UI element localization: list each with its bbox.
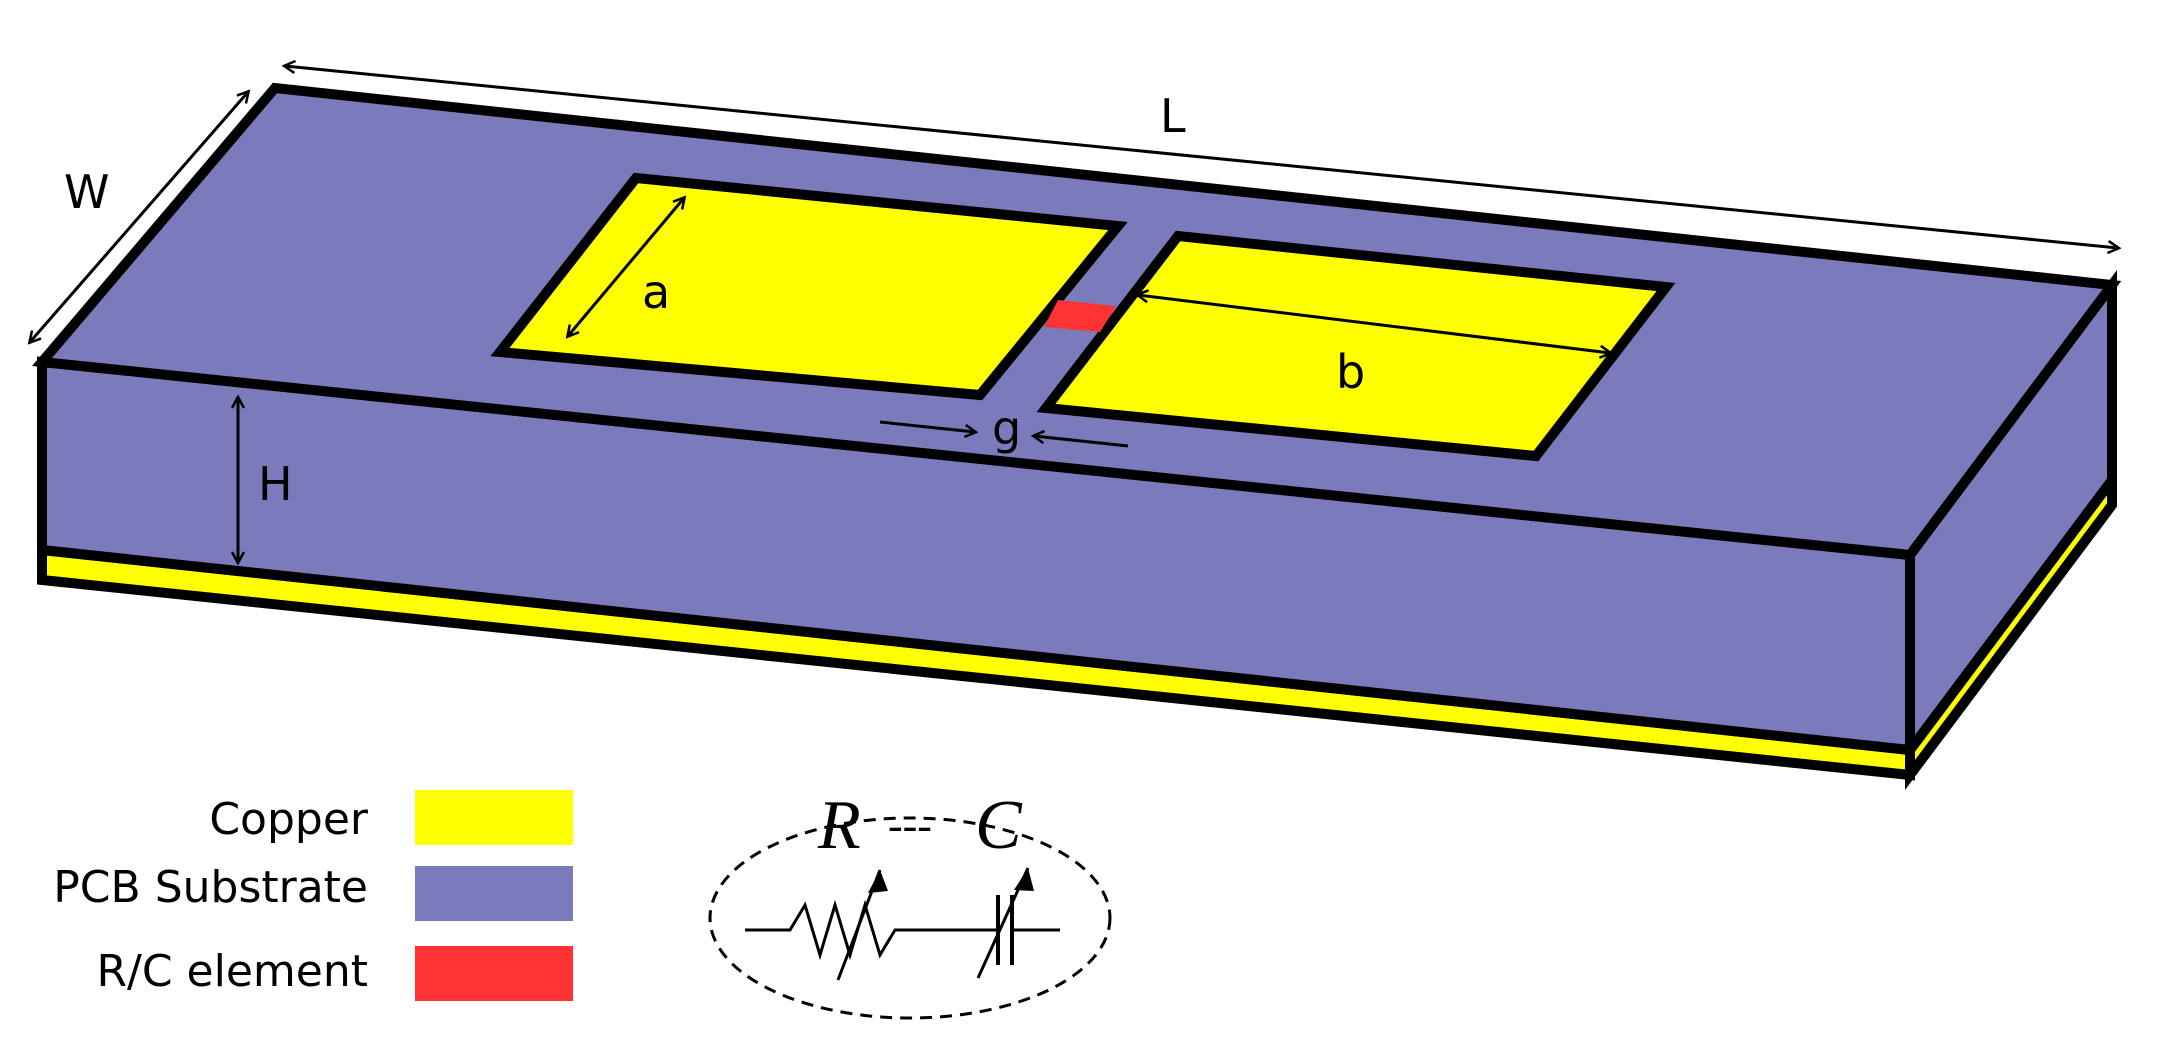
- label-w: W: [64, 165, 109, 219]
- legend-swatch-substrate: [415, 866, 573, 921]
- label-g: g: [992, 401, 1021, 455]
- gap-arrow-left: [879, 420, 975, 432]
- variable-capacitor-icon: [976, 867, 1060, 979]
- dimension-arrow-w: [30, 92, 248, 342]
- variable-resistor-icon: [745, 869, 940, 981]
- rc-label-separator: ---: [888, 801, 932, 850]
- gap-arrow-right: [1034, 436, 1129, 448]
- label-h: H: [258, 457, 293, 511]
- rc-label-c: C: [975, 787, 1023, 864]
- dimension-arrow-a: [568, 198, 684, 336]
- dimension-arrow-l: [285, 66, 2118, 248]
- legend: Copper PCB Substrate R/C element: [53, 790, 573, 1001]
- legend-label-substrate: PCB Substrate: [53, 862, 368, 913]
- legend-label-copper: Copper: [209, 794, 369, 845]
- label-b: b: [1336, 345, 1365, 399]
- label-l: L: [1160, 89, 1186, 143]
- dimension-arrow-b: [1138, 295, 1610, 353]
- legend-swatch-copper: [415, 790, 573, 845]
- label-a: a: [642, 265, 670, 319]
- legend-swatch-rc-element: [415, 946, 573, 1001]
- rc-element: [1044, 300, 1116, 332]
- rc-dashed-ellipse: [708, 816, 1112, 1020]
- legend-label-rc-element: R/C element: [96, 946, 368, 997]
- rc-label-r: R: [817, 787, 861, 864]
- rc-symbol: R --- C: [708, 787, 1112, 1020]
